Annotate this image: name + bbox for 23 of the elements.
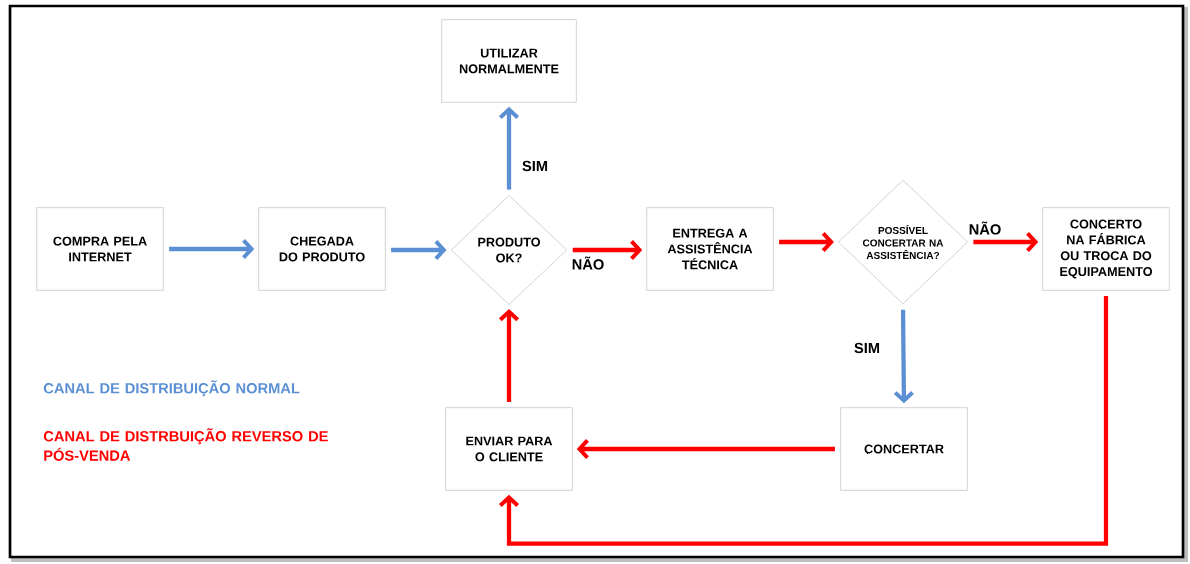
process-box: CHEGADA DO PRODUTO (258, 207, 386, 291)
arrow (572, 239, 643, 260)
edge-label: NÃO (570, 255, 606, 271)
arrow (576, 438, 835, 459)
process-box: ENVIAR PARA O CLIENTE (445, 407, 573, 491)
arrow (973, 231, 1039, 252)
arrow (499, 106, 520, 190)
process-box: COMPRA PELA INTERNET (36, 207, 164, 291)
arrow (391, 239, 447, 260)
edge-label: NÃO (967, 220, 1003, 236)
legend-entry: CANAL DE DISTRIBUIÇÃO NORMAL (43, 380, 300, 397)
process-box: ENTREGA A ASSISTÊNCIA TÉCNICA (646, 207, 774, 291)
arrow (499, 296, 1109, 546)
process-box: UTILIZAR NORMALMENTE (441, 19, 577, 103)
arrow (893, 309, 914, 404)
process-box: CONCERTO NA FÁBRICA OU TROCA DO EQUIPAMENTO (1042, 207, 1170, 291)
arrow (499, 309, 520, 402)
process-box: CONCERTAR (840, 407, 968, 491)
edge-label: SIM (852, 341, 882, 355)
arrow (169, 238, 255, 259)
legend-entry: CANAL DE DISTRBUIÇÃO REVERSO DE PÓS-VENDA (43, 428, 328, 461)
arrow (779, 231, 834, 252)
edge-label: SIM (520, 159, 550, 173)
